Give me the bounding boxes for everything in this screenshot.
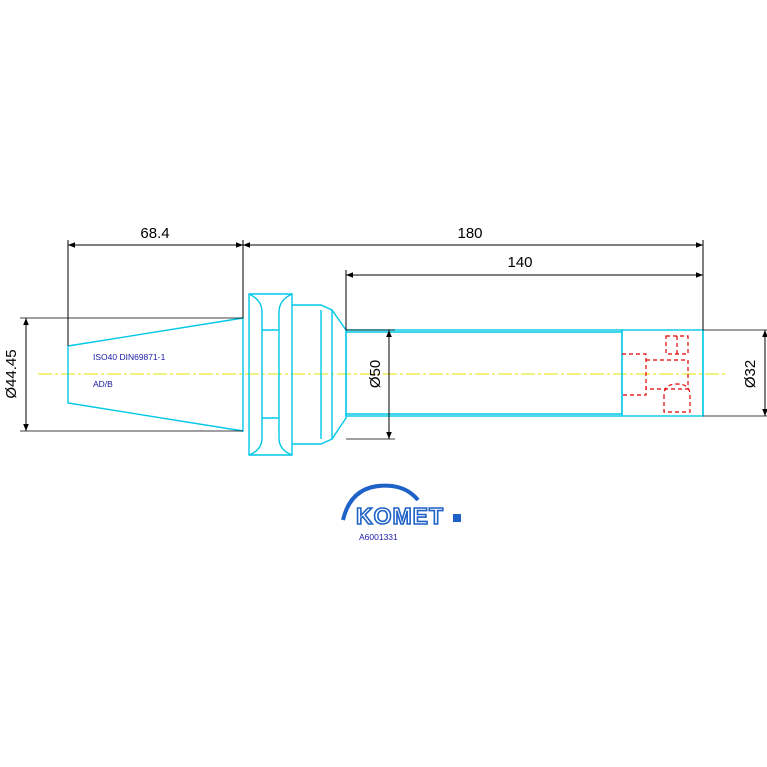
- dim-label-taper-length: 68.4: [140, 225, 169, 242]
- collar: [292, 304, 333, 445]
- komet-logo: KOMET: [341, 483, 461, 530]
- dim-label-shank-diameter: Ø32: [742, 360, 759, 388]
- tool-outline: [67, 293, 704, 456]
- body: [345, 329, 623, 417]
- logo-dot: [453, 514, 461, 522]
- note-standard: ISO40 DIN69871-1: [93, 352, 166, 362]
- dim-label-shank-length: 140: [507, 254, 532, 271]
- note-form: AD/B: [93, 379, 113, 389]
- dimension-lines: [20, 240, 767, 440]
- logo-arc: [341, 483, 420, 521]
- hidden-detail: [622, 335, 691, 413]
- flange-groove-right: [278, 293, 293, 456]
- flange-groove-left: [248, 293, 263, 456]
- shank: [621, 329, 704, 417]
- dim-label-body-diameter: Ø50: [367, 360, 384, 388]
- part-number: A6001331: [359, 532, 398, 542]
- logo-brand: KOMET: [356, 503, 444, 529]
- dim-label-taper-diameter: Ø44.45: [3, 349, 20, 398]
- dim-label-overall-length: 180: [457, 225, 482, 242]
